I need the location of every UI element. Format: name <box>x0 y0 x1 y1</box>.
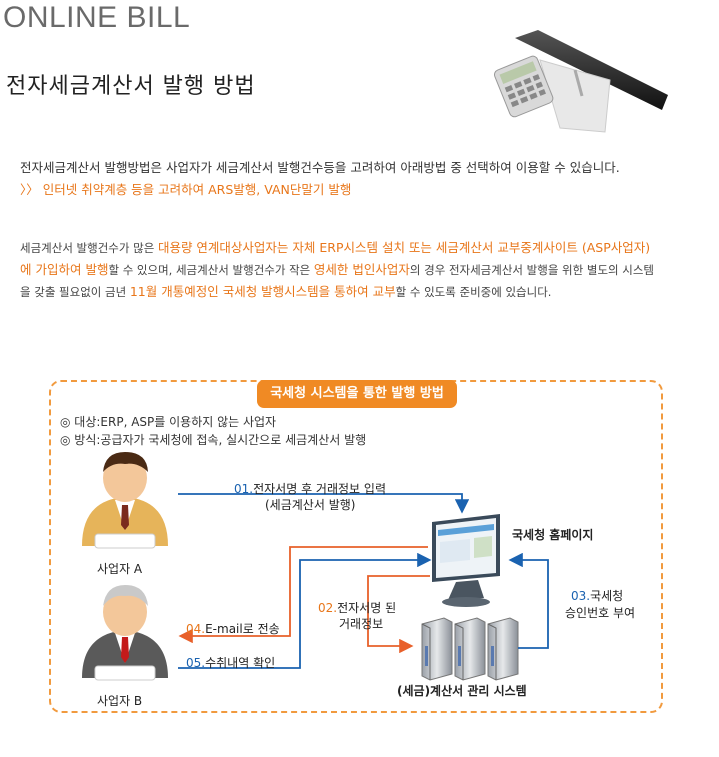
step-03-label: 03.국세청 <box>571 587 623 604</box>
step-05-text: 수취내역 확인 <box>205 656 276 670</box>
step-03-sub: 승인번호 부여 <box>565 606 636 620</box>
diagram-method-text: ◎ 방식:공급자가 국세청에 접속, 실시간으로 세금계산서 발행 <box>60 433 367 447</box>
para-part-3: 의 경우 전자세금계산서 발행을 위한 별도의 시스템을 갖출 필요없이 금년 <box>20 263 655 299</box>
para-part-1: 세금계산서 발행건수가 많은 <box>20 241 158 255</box>
step-01-sub: (세금계산서 발행) <box>265 498 356 512</box>
para-highlight-2: 영세한 법인사업자 <box>313 262 410 277</box>
step-02-text: 전자서명 된 <box>337 601 397 615</box>
step-01-label: 01.전자서명 후 거래정보 입력 <box>234 480 386 497</box>
step-04-number: 04. <box>186 622 206 636</box>
management-system-label: (세금)계산서 관리 시스템 <box>397 684 527 698</box>
step-02-label: 02.전자서명 된 <box>318 599 396 616</box>
intro-line-2: 〉〉 인터넷 취약계층 등을 고려하여 ARS발행, VAN단말기 발행 <box>20 182 352 197</box>
step-04-label: 04.E-mail로 전송 <box>186 620 280 637</box>
intro-text: 전자세금계산서 발행방법은 사업자가 세금계산서 발행건수등을 고려하여 아래방… <box>20 157 620 201</box>
nts-homepage-label: 국세청 홈페이지 <box>512 528 594 542</box>
step-02-number: 02. <box>318 601 338 615</box>
para-highlight-1: 대용량 연계대상사업자는 자체 ERP시스템 설치 또는 세금계산서 교부중계사… <box>20 240 651 277</box>
para-part-2: 할 수 있으며, 세금계산서 발행건수가 작은 <box>108 263 314 277</box>
step-03-number: 03. <box>571 589 591 603</box>
intro-line-1: 전자세금계산서 발행방법은 사업자가 세금계산서 발행건수등을 고려하여 아래방… <box>20 160 620 175</box>
business-a-label: 사업자 A <box>97 562 143 576</box>
description-paragraph: 세금계산서 발행건수가 많은 대용량 연계대상사업자는 자체 ERP시스템 설치… <box>20 237 660 303</box>
diagram-target-text: ◎ 대상:ERP, ASP를 이용하지 않는 사업자 <box>60 415 277 429</box>
para-highlight-3: 11월 개통예정인 국세청 발행시스템을 통하여 교부 <box>129 284 396 299</box>
page-title: 전자세금계산서 발행 방법 <box>6 74 256 99</box>
brand-logo-text: ONLINE BILL <box>3 1 191 34</box>
step-01-text: 전자서명 후 거래정보 입력 <box>253 482 386 496</box>
diagram-title-badge: 국세청 시스템을 통한 발행 방법 <box>257 380 457 408</box>
step-04-text: E-mail로 전송 <box>205 622 280 636</box>
business-b-label: 사업자 B <box>97 694 143 708</box>
para-part-4: 할 수 있도록 준비중에 있습니다. <box>395 285 552 299</box>
step-01-number: 01. <box>234 482 254 496</box>
step-05-label: 05.수취내역 확인 <box>186 654 275 671</box>
step-05-number: 05. <box>186 656 206 670</box>
step-03-text: 국세청 <box>590 589 624 603</box>
step-02-sub: 거래정보 <box>339 617 384 631</box>
